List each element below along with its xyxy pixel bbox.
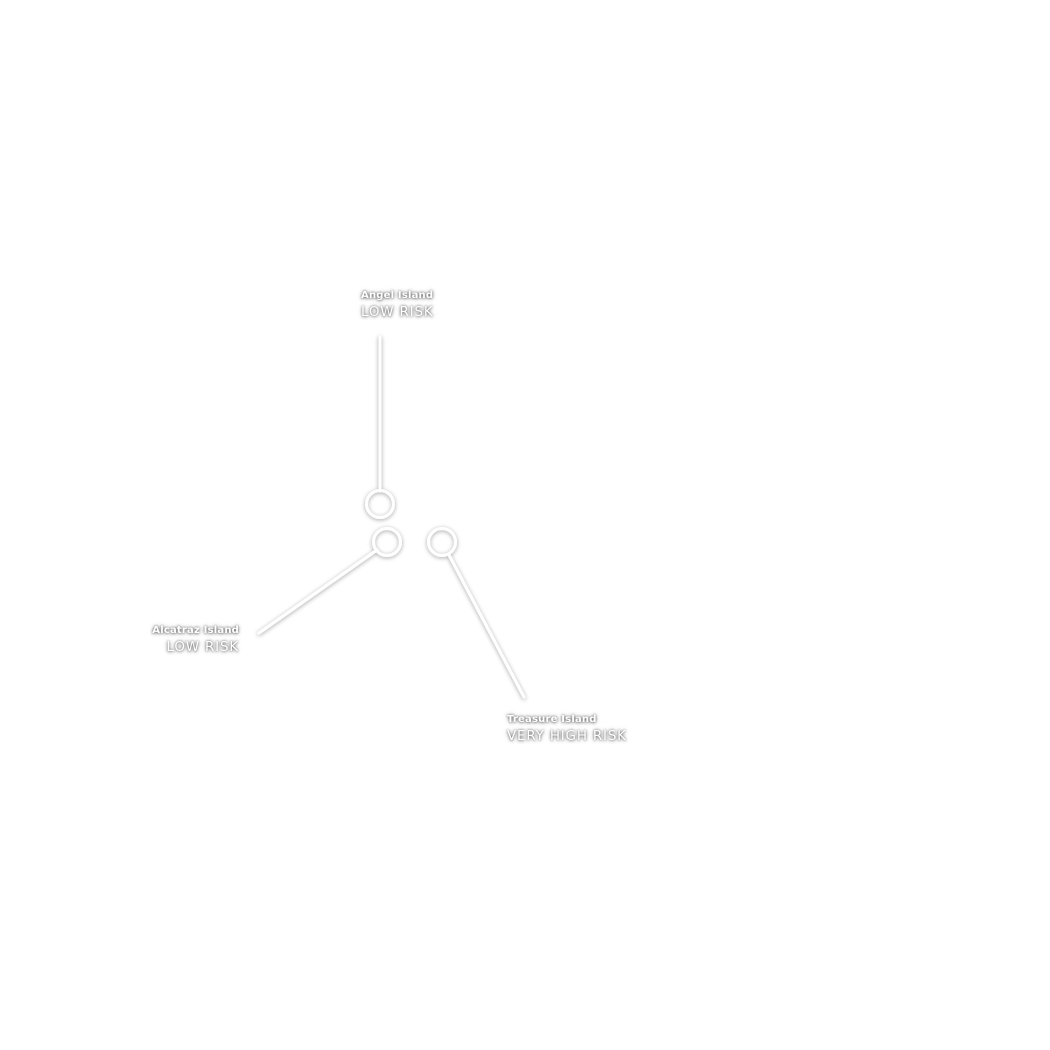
island-name: Treasure Island (507, 714, 597, 725)
alcatraz-island-marker[interactable] (372, 527, 402, 557)
treasure-island-leader-line (447, 553, 526, 699)
island-name: Angel Island (361, 290, 434, 301)
alcatraz-island-label[interactable]: Alcatraz Island LOW RISK (152, 625, 239, 655)
treasure-island-marker[interactable] (427, 527, 457, 557)
alcatraz-island-leader-line (257, 548, 379, 635)
risk-level: LOW RISK (361, 304, 434, 320)
island-name: Alcatraz Island (152, 625, 239, 636)
risk-level: VERY HIGH RISK (507, 728, 627, 744)
risk-level: LOW RISK (166, 639, 239, 655)
angel-island-label[interactable]: Angel Island LOW RISK (361, 290, 434, 320)
treasure-island-label[interactable]: Treasure Island VERY HIGH RISK (507, 714, 627, 744)
angel-island-marker[interactable] (365, 489, 395, 519)
